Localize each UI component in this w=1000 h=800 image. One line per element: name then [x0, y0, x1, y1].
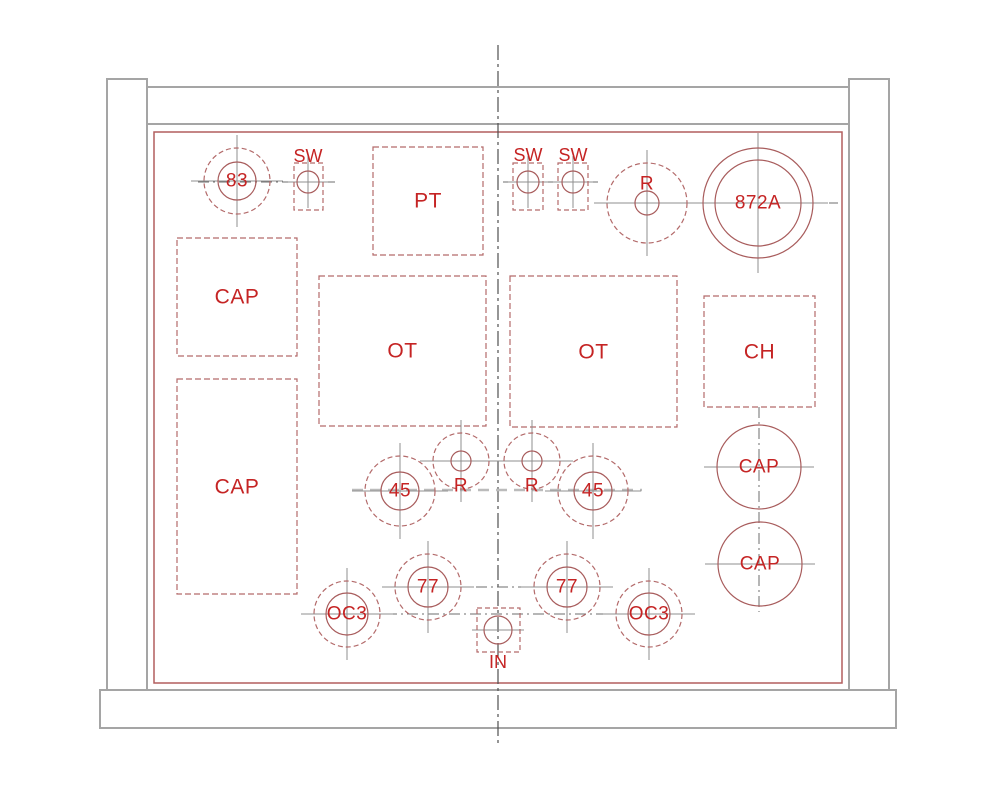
switch-slot-outline — [293, 162, 324, 211]
box-pt-outline — [372, 146, 484, 256]
box-ot-label: OT — [387, 339, 418, 363]
switch-hole — [516, 170, 540, 194]
switch-label: SW — [513, 145, 543, 165]
socket-872a-outer — [702, 147, 814, 259]
input-jack-label: IN — [489, 652, 507, 672]
socket-r-inner — [634, 190, 660, 216]
switch-hole — [561, 170, 585, 194]
switch-label: SW — [293, 146, 323, 166]
box-cap-outline — [176, 378, 298, 595]
socket-872a-label: 872A — [734, 192, 782, 214]
input-jack-hole — [483, 615, 513, 645]
box-ot-outline — [509, 275, 678, 428]
socket-r-label: R — [453, 475, 469, 497]
socket-oc3-inner — [325, 592, 369, 636]
frame-left-post — [106, 78, 148, 691]
socket-45-label: 45 — [388, 480, 412, 502]
box-cap-label: CAP — [214, 475, 260, 498]
socket-77-inner — [546, 566, 588, 608]
socket-45-outer — [364, 455, 436, 527]
socket-cap-label: CAP — [738, 456, 780, 478]
socket-r-outer — [503, 432, 561, 490]
socket-77-inner — [407, 566, 449, 608]
box-pt-label: PT — [414, 189, 442, 213]
socket-r-label: R — [639, 173, 655, 195]
socket-r-inner — [450, 450, 472, 472]
switch-hole — [296, 170, 320, 194]
socket-oc3-inner — [627, 592, 671, 636]
box-cap-label: CAP — [214, 285, 260, 309]
socket-oc3-label: OC3 — [628, 603, 670, 625]
box-ch-outline — [703, 295, 816, 408]
frame-right-post — [848, 78, 890, 691]
switch-slot-outline — [512, 162, 544, 211]
socket-45-inner — [573, 471, 613, 511]
socket-r-label: R — [524, 475, 540, 497]
socket-83-inner — [217, 161, 257, 201]
socket-r-outer — [432, 432, 490, 490]
box-ot-outline — [318, 275, 487, 427]
switch-label: SW — [558, 145, 588, 165]
socket-45-inner — [380, 471, 420, 511]
socket-83-outer — [203, 147, 271, 215]
socket-77-label: 77 — [416, 576, 440, 598]
socket-oc3-outer — [313, 580, 381, 648]
socket-83-label: 83 — [225, 170, 249, 192]
socket-45-label: 45 — [581, 480, 605, 502]
switch-slot-outline — [557, 162, 589, 211]
socket-r-outer — [606, 162, 688, 244]
socket-77-outer — [394, 553, 462, 621]
socket-oc3-label: OC3 — [326, 603, 368, 625]
socket-cap-outer — [716, 424, 802, 510]
socket-cap-label: CAP — [739, 553, 781, 575]
socket-cap-outer — [717, 521, 803, 607]
socket-oc3-outer — [615, 580, 683, 648]
box-cap-outline — [176, 237, 298, 357]
box-ot-label: OT — [578, 340, 609, 363]
socket-77-outer — [533, 553, 601, 621]
box-ch-label: CH — [743, 340, 776, 363]
socket-872a-inner — [714, 159, 802, 247]
socket-77-label: 77 — [555, 576, 579, 598]
socket-r-inner — [521, 450, 543, 472]
input-jack-outline — [476, 607, 521, 653]
socket-45-outer — [557, 455, 629, 527]
